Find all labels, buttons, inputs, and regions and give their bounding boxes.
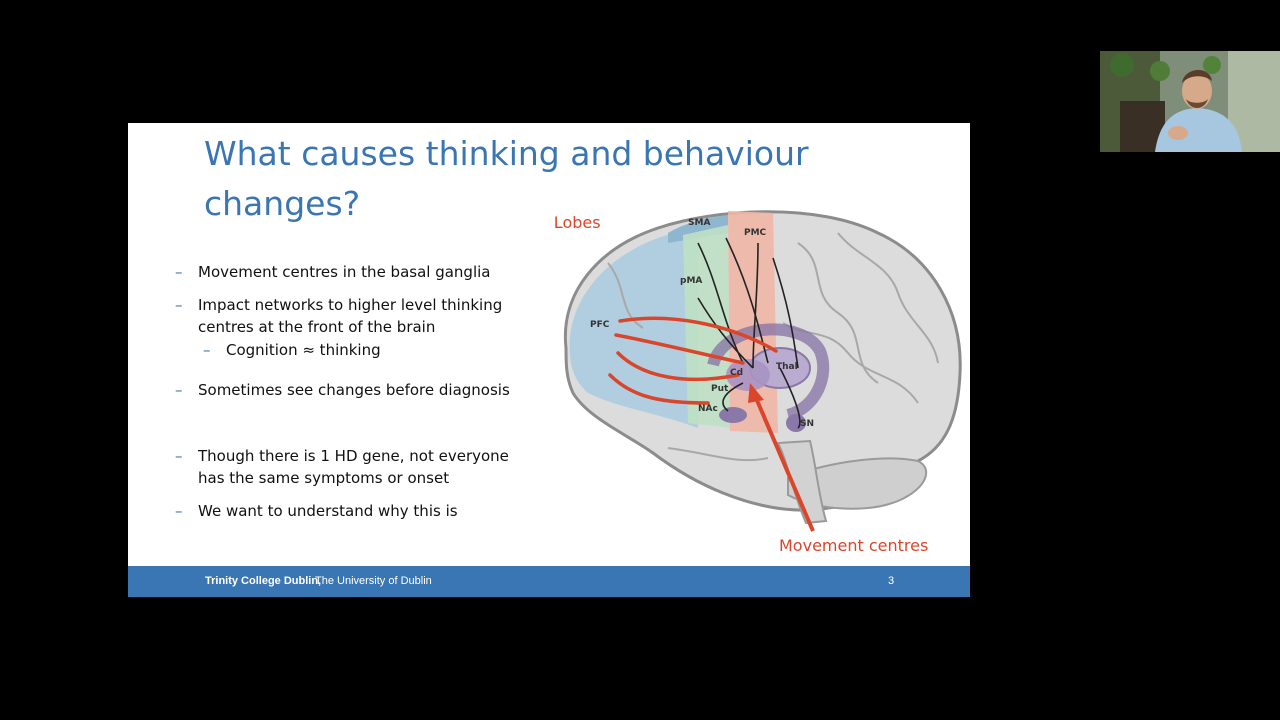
footer-university: The University of Dublin (315, 575, 432, 587)
connection-arrows (697, 237, 801, 429)
bullet-text: Cognition ≈ thinking (226, 341, 381, 359)
dash-marker: – (175, 502, 183, 520)
page-number: 3 (888, 575, 895, 587)
dash-marker: – (203, 341, 211, 359)
movement-centres-arrow (748, 383, 815, 532)
cerebellum (787, 457, 928, 510)
label-pmc: PMC (744, 228, 767, 238)
slide-title: What causes thinking and behaviour chang… (204, 134, 809, 223)
substantia-nigra (786, 414, 806, 432)
dash-marker: – (175, 447, 183, 465)
presenter-webcam (1100, 51, 1280, 152)
label-pma: pMA (680, 276, 702, 286)
sma-region (668, 215, 728, 243)
nucleus-accumbens (719, 407, 747, 423)
label-sn: SN (800, 419, 814, 429)
brain-diagram: SMA PMC pMA PFC Cd Thal Put NAc SN Front… (548, 210, 962, 555)
dash-marker: – (175, 296, 183, 314)
frontal-lobes-label: Frontal Lobes (548, 213, 601, 232)
label-put: Put (711, 384, 729, 394)
bullet-text: We want to understand why this is (198, 502, 458, 520)
bullet-text: Impact networks to higher level thinking… (198, 296, 503, 336)
bullet-text: Sometimes see changes before diagnosis (198, 381, 510, 399)
footer-college: Trinity College Dublin, (205, 575, 322, 587)
slide-footer: Trinity College Dublin, The University o… (128, 566, 970, 597)
bullet-text: Movement centres in the basal ganglia (198, 263, 491, 281)
putamen (726, 359, 770, 391)
dash-marker: – (175, 381, 183, 399)
label-nac: NAc (698, 404, 718, 414)
caudate-arc (707, 323, 830, 421)
label-thal: Thal (776, 362, 798, 372)
dash-marker: – (175, 263, 183, 281)
bullet-text: Though there is 1 HD gene, not everyone … (198, 447, 509, 487)
label-sma: SMA (688, 218, 710, 228)
person-video-feed-icon (1100, 51, 1280, 152)
presentation-slide: What causes thinking and behaviour chang… (128, 123, 970, 597)
movement-centres-label: Movement centres (779, 536, 928, 555)
pfc-pathways (608, 316, 778, 405)
label-cd: Cd (730, 368, 743, 378)
label-pfc: PFC (590, 320, 610, 330)
pma-region (683, 225, 730, 428)
